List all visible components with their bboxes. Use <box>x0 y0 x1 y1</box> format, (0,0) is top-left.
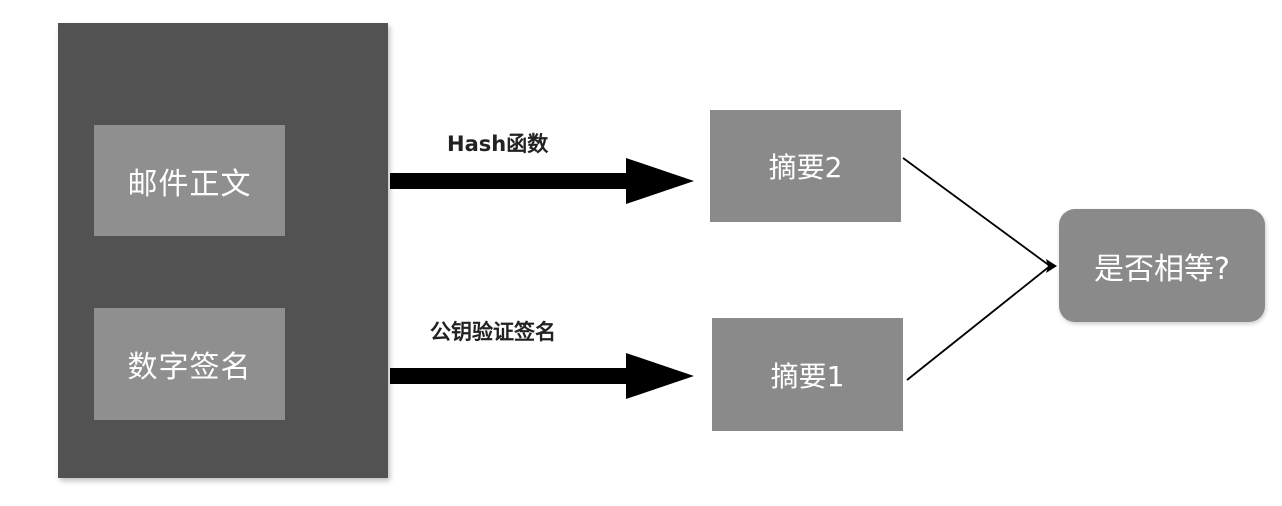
digest-2-node: 摘要2 <box>710 110 901 222</box>
email-body-node: 邮件正文 <box>94 125 285 236</box>
digest-1-label: 摘要1 <box>770 359 845 393</box>
digital-signature-node: 数字签名 <box>94 308 285 420</box>
hash-function-label: Hash函数 <box>447 132 549 156</box>
equality-check-node: 是否相等? <box>1059 209 1265 322</box>
digest-2-label: 摘要2 <box>768 151 843 184</box>
pubkey-verify-label: 公钥验证签名 <box>430 320 556 344</box>
hash-arrow <box>390 158 694 204</box>
digest2-to-result-line <box>902 157 1051 267</box>
digital-signature-label: 数字签名 <box>127 350 252 385</box>
pubkey-arrow <box>390 353 694 399</box>
digest-1-node: 摘要1 <box>712 318 903 431</box>
digest1-to-result-line <box>906 265 1051 381</box>
equality-check-label: 是否相等? <box>1094 251 1230 287</box>
email-body-label: 邮件正文 <box>127 166 252 202</box>
result-arrowhead <box>1046 259 1057 273</box>
